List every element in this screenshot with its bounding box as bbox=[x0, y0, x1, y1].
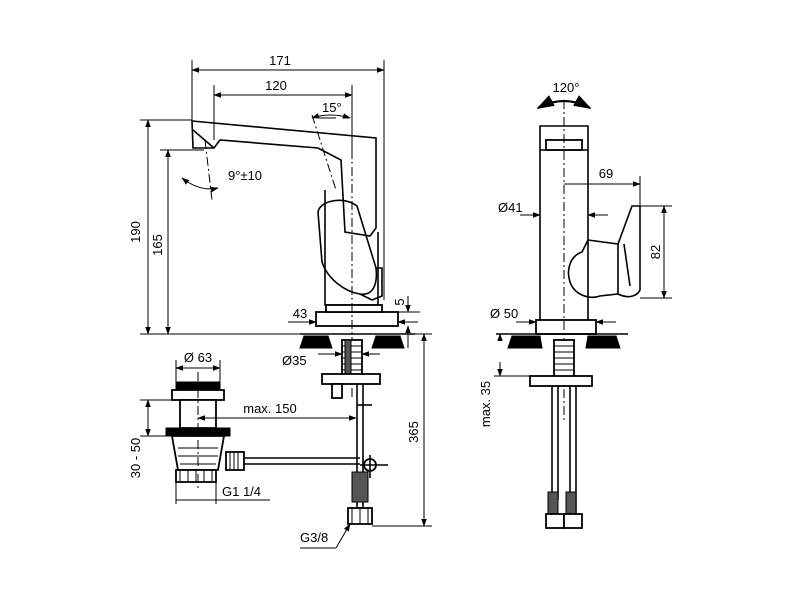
dim-base-thickness: 5 bbox=[392, 298, 407, 305]
dim-body-diameter: Ø41 bbox=[498, 200, 523, 215]
mounting-bracket bbox=[321, 373, 381, 385]
dim-rotation-angle: 120° bbox=[553, 80, 580, 95]
dim-max-thickness: max. 35 bbox=[478, 381, 493, 427]
base-plate bbox=[315, 311, 399, 327]
dim-pop-up-range: 30 - 50 bbox=[128, 438, 143, 478]
front-dimension-lines bbox=[494, 176, 672, 377]
dim-base-width: 43 bbox=[293, 306, 307, 321]
dim-hole-diameter: Ø35 bbox=[282, 353, 307, 368]
dim-spout-angle: 15° bbox=[322, 100, 342, 115]
dim-total-height: 190 bbox=[128, 221, 143, 243]
dim-spout-reach: 120 bbox=[265, 78, 287, 93]
dim-waste-thread: G1 1/4 bbox=[222, 484, 261, 499]
spout bbox=[191, 120, 377, 237]
dimension-lines bbox=[140, 60, 432, 549]
dim-pop-up-diameter: Ø 63 bbox=[184, 350, 212, 365]
dim-swivel-angle: 9°±10 bbox=[228, 168, 262, 183]
side-view: 171 120 15° 9°±10 190 165 43 5 Ø35 365 Ø… bbox=[128, 53, 432, 549]
front-base bbox=[535, 319, 597, 335]
pop-up-waste bbox=[165, 372, 360, 490]
dim-height-inlet: 365 bbox=[406, 421, 421, 443]
rotation-arrow bbox=[536, 95, 592, 109]
gasket-right bbox=[371, 335, 405, 349]
dim-handle-height: 82 bbox=[648, 245, 663, 259]
gasket-left bbox=[299, 335, 333, 349]
front-view: 120° 69 Ø41 82 Ø 50 max. 35 bbox=[478, 80, 672, 529]
dim-total-length: 171 bbox=[269, 53, 291, 68]
front-hose-nut-right bbox=[563, 513, 583, 529]
dim-spout-height: 165 bbox=[150, 234, 165, 256]
dim-base-diameter: Ø 50 bbox=[490, 306, 518, 321]
front-handle bbox=[567, 205, 641, 298]
dim-handle-projection: 69 bbox=[599, 166, 613, 181]
lever-handle bbox=[317, 199, 378, 295]
dim-max-distance: max. 150 bbox=[243, 401, 296, 416]
front-hose-nut-left bbox=[545, 513, 565, 529]
dim-supply-thread: G3/8 bbox=[300, 530, 328, 545]
